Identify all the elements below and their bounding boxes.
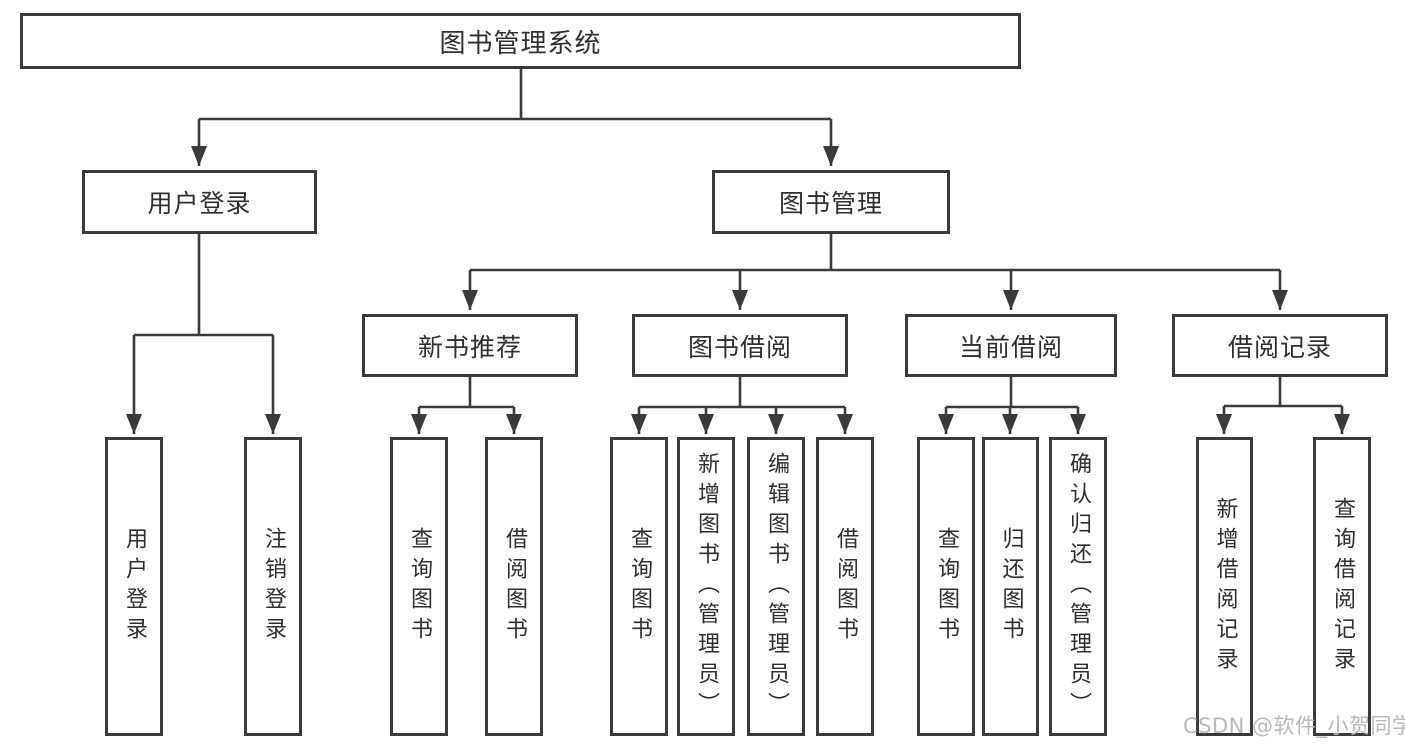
node-user-login: 用户登录 xyxy=(82,170,317,234)
node-book-management: 图书管理 xyxy=(712,170,950,234)
node-root-library-system: 图书管理系统 xyxy=(20,13,1021,69)
leaf-borrow-add-admin: 新增图书（管理员） xyxy=(677,437,735,736)
leaf-borrow-query: 查询图书 xyxy=(610,437,668,736)
csdn-watermark: CSDN @软件_小贺同学 xyxy=(1183,714,1405,738)
leaf-newbook-query: 查询图书 xyxy=(390,437,448,736)
leaf-borrow-edit-admin: 编辑图书（管理员） xyxy=(747,437,805,736)
leaf-record-add: 新增借阅记录 xyxy=(1196,437,1253,736)
leaf-user-login: 用户登录 xyxy=(105,437,163,736)
leaf-current-confirm-admin: 确认归还（管理员） xyxy=(1049,437,1107,736)
node-borrow-records: 借阅记录 xyxy=(1172,314,1388,377)
leaf-newbook-borrow: 借阅图书 xyxy=(485,437,543,736)
leaf-current-return: 归还图书 xyxy=(982,437,1039,736)
leaf-user-logout: 注销登录 xyxy=(244,437,302,736)
node-new-book-recommend: 新书推荐 xyxy=(362,314,578,377)
leaf-record-query: 查询借阅记录 xyxy=(1313,437,1371,736)
leaf-current-query: 查询图书 xyxy=(917,437,975,736)
node-book-borrow: 图书借阅 xyxy=(632,314,848,377)
node-current-borrow: 当前借阅 xyxy=(905,314,1117,377)
leaf-borrow-book: 借阅图书 xyxy=(816,437,874,736)
